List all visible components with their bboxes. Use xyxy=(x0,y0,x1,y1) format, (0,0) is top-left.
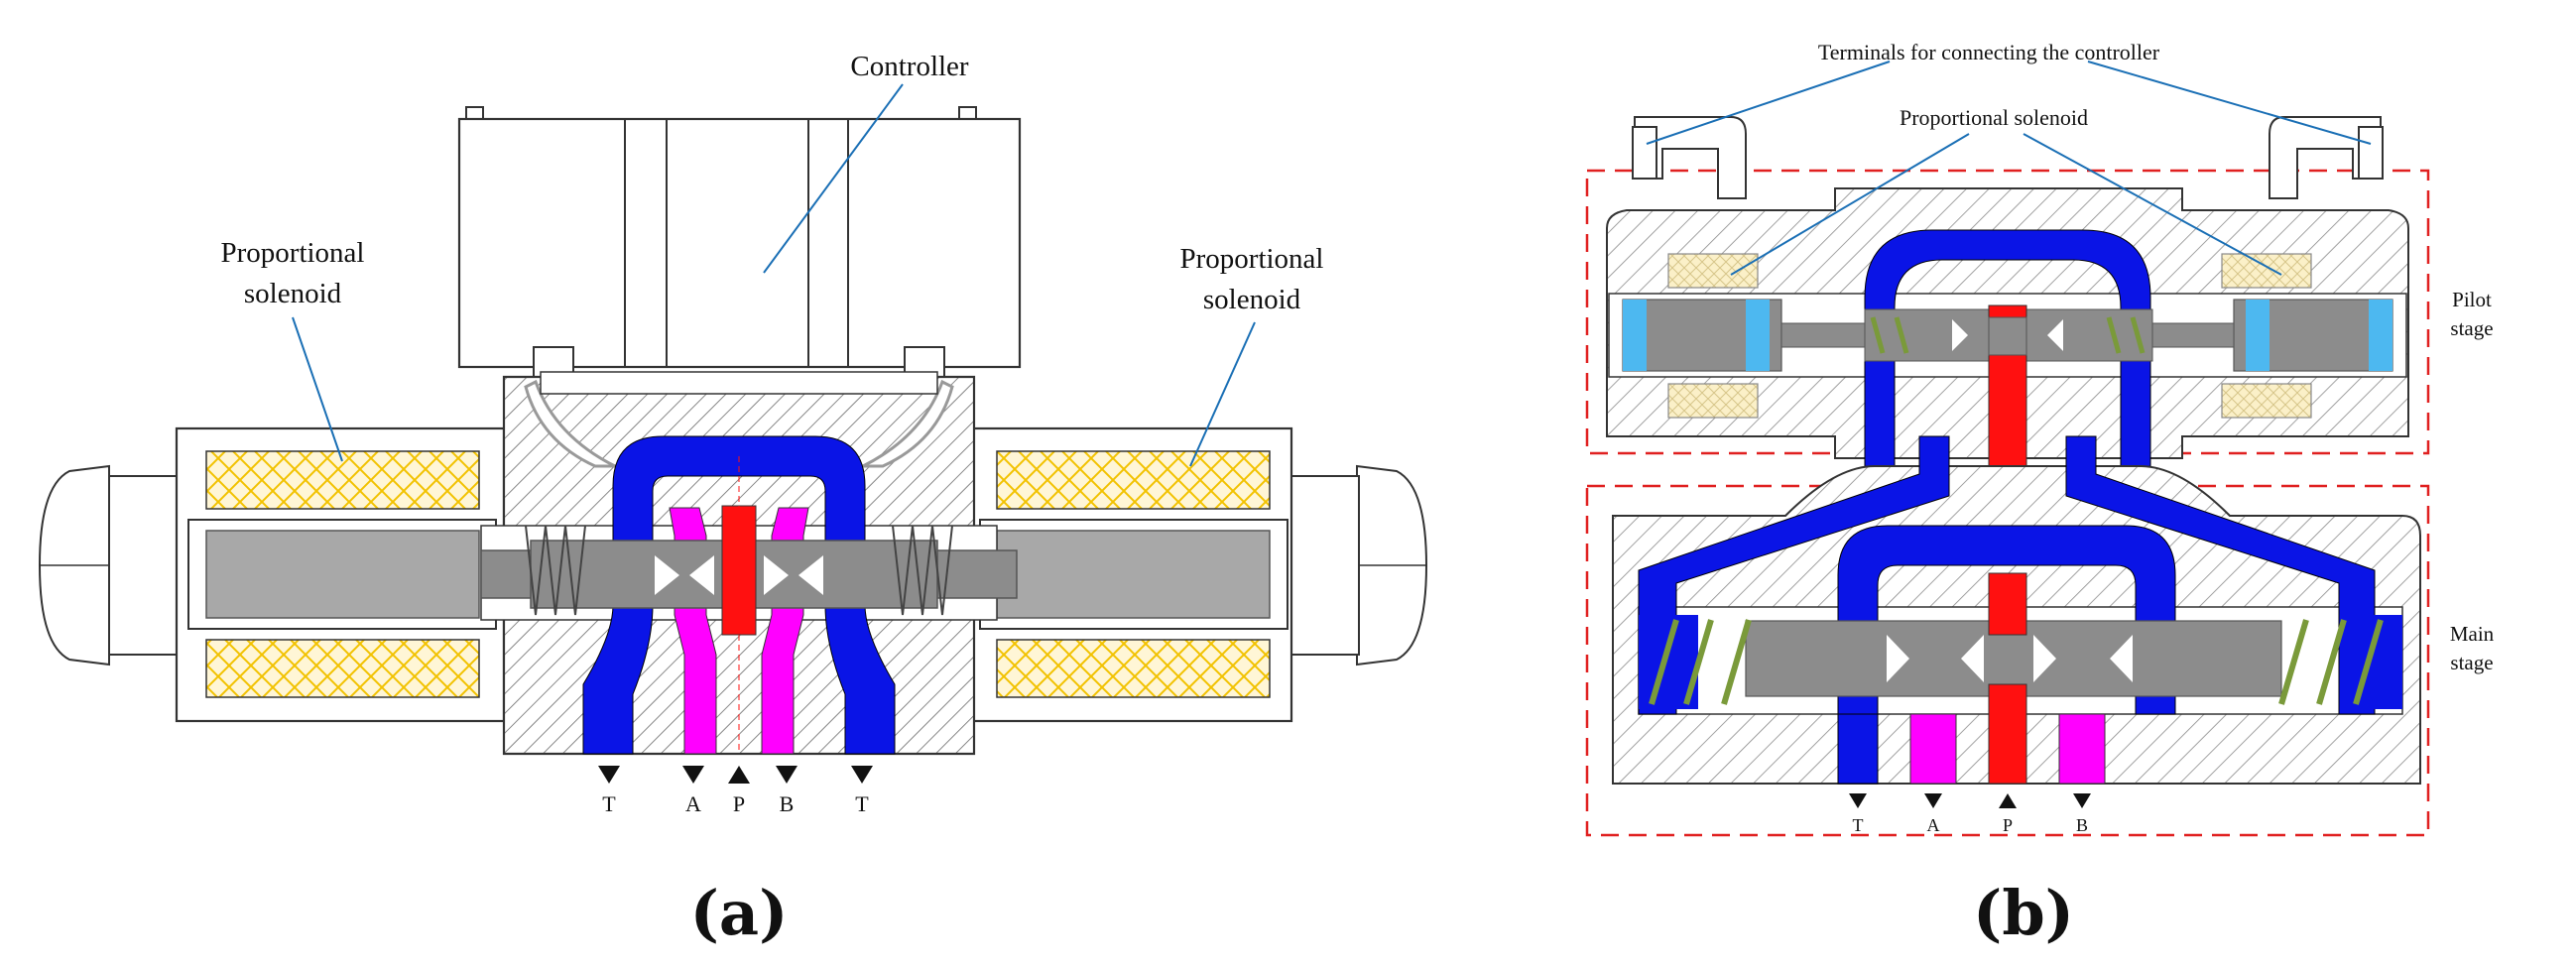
main-springs xyxy=(1649,619,2384,705)
port-label-b: B xyxy=(780,791,795,816)
left-solenoid-housing xyxy=(38,426,506,723)
pilot-armatures xyxy=(1622,299,2393,372)
label-main-line1: Main xyxy=(2450,622,2495,646)
port-label-p: P xyxy=(733,791,745,816)
pilot-springs xyxy=(1870,316,2146,354)
label-solenoid-right-line2: solenoid xyxy=(1203,284,1301,315)
port-markers-b: T A P B xyxy=(1849,793,2091,835)
right-solenoid-housing xyxy=(970,426,1428,723)
port-label-t-right: T xyxy=(855,791,869,816)
port-label-a: A xyxy=(685,791,701,816)
label-controller: Controller xyxy=(850,51,969,82)
label-pilot-line2: stage xyxy=(2450,316,2493,340)
caption-a: (a) xyxy=(690,877,789,949)
port-label-b-p: P xyxy=(2003,815,2013,835)
port-label-t-left: T xyxy=(602,791,616,816)
port-label-b-b: B xyxy=(2076,815,2088,835)
terminal-housings xyxy=(1632,116,2384,199)
leader-controller xyxy=(763,83,904,274)
label-terminals: Terminals for connecting the controller xyxy=(1818,40,2160,64)
main-port-a xyxy=(1909,713,1957,785)
leader-solenoid-right xyxy=(1189,321,1256,467)
leader-solenoid-left xyxy=(292,316,343,462)
label-solenoid-left-line2: solenoid xyxy=(244,278,342,309)
label-main-line2: stage xyxy=(2450,651,2493,674)
leader-lines-b xyxy=(1646,61,2372,276)
main-port-t xyxy=(1837,713,1879,785)
main-port-b xyxy=(2058,713,2106,785)
spring-right-a xyxy=(892,525,953,616)
controller-box xyxy=(457,106,1022,378)
port-markers-a: T A P B T xyxy=(598,766,873,816)
figure-a: Controller Proportional solenoid Proport… xyxy=(38,51,1428,949)
caption-b: (b) xyxy=(1973,877,2074,949)
port-label-b-t: T xyxy=(1853,815,1864,835)
figure-b: Terminals for connecting the controller … xyxy=(1585,40,2495,949)
port-label-b-a: A xyxy=(1927,815,1940,835)
label-solenoid-left-line1: Proportional xyxy=(221,237,365,269)
label-pilot-line1: Pilot xyxy=(2452,288,2492,311)
label-proportional-solenoid-b: Proportional solenoid xyxy=(1900,105,2088,130)
spring-left-a xyxy=(525,525,586,616)
pilot-tank-channel xyxy=(1864,229,2151,467)
main-pressure-channel xyxy=(1988,572,2027,636)
label-solenoid-right-line1: Proportional xyxy=(1180,243,1324,275)
